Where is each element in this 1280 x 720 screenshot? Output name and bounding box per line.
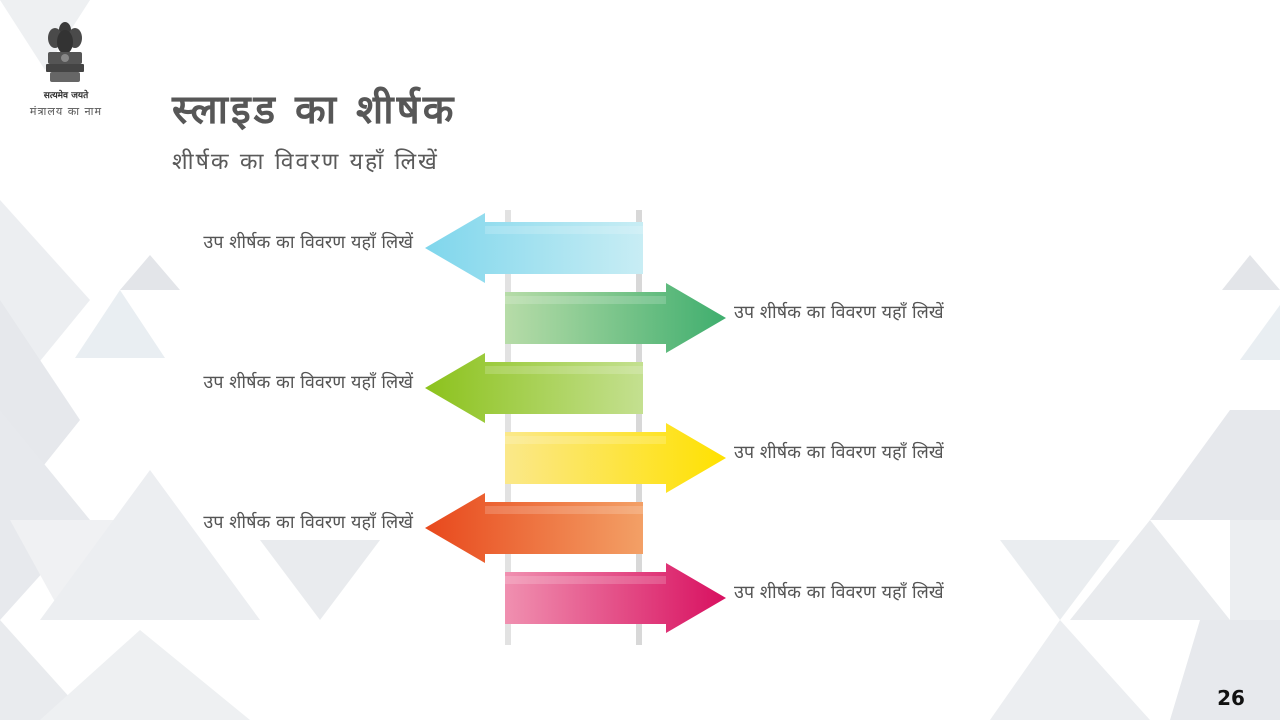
arrow-label-6: उप शीर्षक का विवरण यहाँ लिखें <box>734 582 944 603</box>
arrow-left-3 <box>425 353 643 423</box>
slide-subtitle: शीर्षक का विवरण यहाँ लिखें <box>172 149 439 175</box>
arrow-label-1: उप शीर्षक का विवरण यहाँ लिखें <box>203 232 413 253</box>
slide-title: स्लाइड का शीर्षक <box>172 87 457 133</box>
arrow-right-6 <box>505 563 726 633</box>
arrow-left-5 <box>425 493 643 563</box>
arrow-shine-3 <box>485 366 643 374</box>
arrow-label-4: उप शीर्षक का विवरण यहाँ लिखें <box>734 442 944 463</box>
arrow-shine-2 <box>505 296 666 304</box>
arrow-shine-1 <box>485 226 643 234</box>
arrow-left-1 <box>425 213 643 283</box>
ministry-name: मंत्रालय का नाम <box>29 105 103 118</box>
page-number: 26 <box>1217 686 1245 710</box>
arrow-right-4 <box>505 423 726 493</box>
arrow-label-3: उप शीर्षक का विवरण यहाँ लिखें <box>203 372 413 393</box>
arrow-right-2 <box>505 283 726 353</box>
arrow-label-5: उप शीर्षक का विवरण यहाँ लिखें <box>203 512 413 533</box>
pole-left-edge <box>505 210 511 645</box>
arrow-shine-6 <box>505 576 666 584</box>
arrow-shine-5 <box>485 506 643 514</box>
pole-right-edge <box>636 210 642 645</box>
national-emblem-logo <box>46 22 84 82</box>
emblem-motto: सत्यमेव जयते <box>43 91 89 101</box>
arrow-label-2: उप शीर्षक का विवरण यहाँ लिखें <box>734 302 944 323</box>
arrow-shine-4 <box>505 436 666 444</box>
